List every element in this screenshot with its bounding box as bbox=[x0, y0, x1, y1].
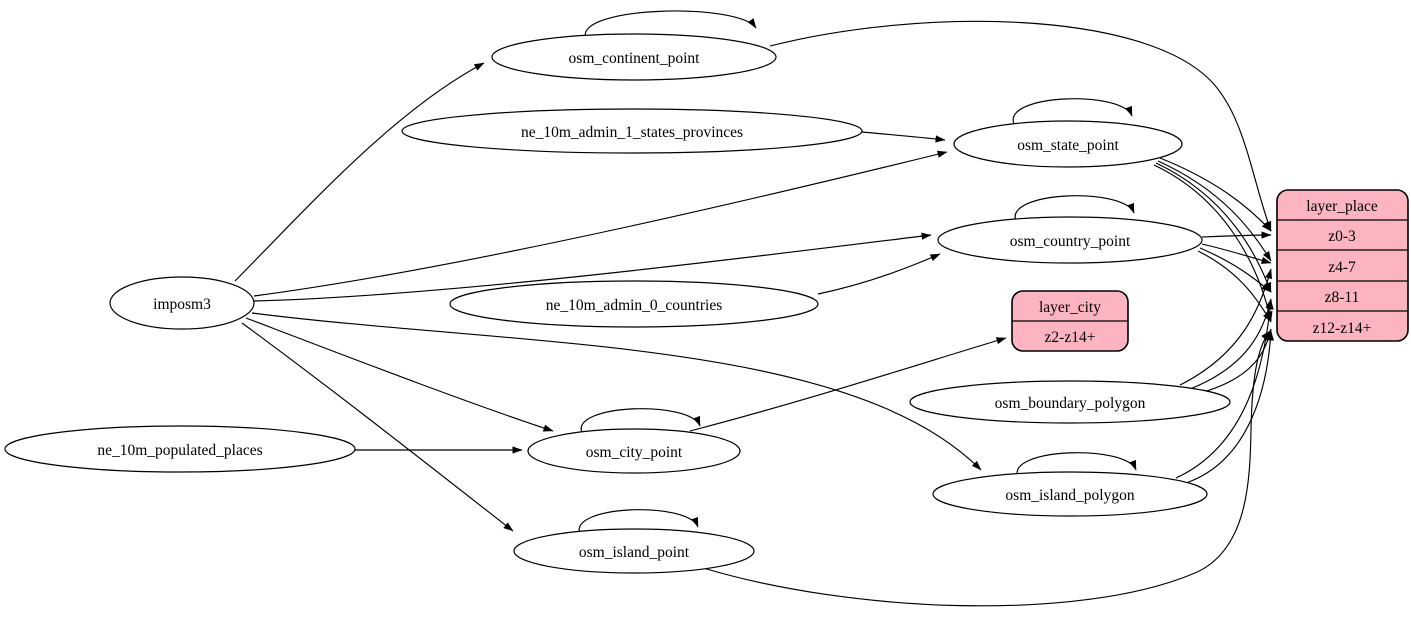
layer-place-row-z4-7: z4-7 bbox=[1328, 259, 1356, 276]
edge-imposm3-osm-island-polygon bbox=[251, 312, 982, 471]
layer-place-title: layer_place bbox=[1306, 198, 1378, 215]
edge-osm-state-point-layer-place-z0-3 bbox=[1159, 157, 1272, 232]
node-layer-place-shape bbox=[1276, 189, 1409, 342]
node-osm-country-point-shape bbox=[937, 216, 1203, 264]
edge-osm-continent-point-layer-place-z0-3 bbox=[769, 20, 1272, 232]
node-osm-state-point-shape bbox=[953, 120, 1183, 168]
layer-place-row-z0-3: z0-3 bbox=[1328, 228, 1356, 245]
node-osm-island-polygon: osm_island_polygon bbox=[932, 471, 1208, 517]
self-loop-osm-country-point bbox=[1014, 195, 1135, 222]
node-osm-boundary-polygon-label: osm_boundary_polygon bbox=[995, 395, 1146, 412]
layer-place-row-z12-z14: z12-z14+ bbox=[1313, 320, 1372, 337]
edge-osm-boundary-polygon-layer-place-z8-11 bbox=[1189, 298, 1273, 390]
node-osm-city-point: osm_city_point bbox=[527, 428, 741, 474]
self-loop-osm-state-point bbox=[1012, 98, 1133, 125]
node-osm-island-point-label: osm_island_point bbox=[579, 544, 690, 561]
edge-osm-state-point-layer-place-z4-7 bbox=[1157, 160, 1272, 262]
edge-osm-country-point-layer-place-z12-z14 bbox=[1197, 250, 1272, 323]
edge-osm-country-point-layer-place-z4-7 bbox=[1201, 243, 1272, 264]
edge-osm-city-point-layer-city-z2-z14 bbox=[689, 337, 1007, 432]
node-osm-island-point: osm_island_point bbox=[513, 528, 755, 574]
edge-osm-boundary-polygon-layer-place-z4-7 bbox=[1179, 268, 1273, 386]
node-ne-10m-admin-0-countries: ne_10m_admin_0_countries bbox=[449, 280, 819, 328]
node-osm-continent-point: osm_continent_point bbox=[491, 33, 777, 81]
node-osm-state-point-label: osm_state_point bbox=[1017, 137, 1119, 154]
edge-osm-boundary-polygon-layer-place-z12-z14 bbox=[1199, 328, 1273, 394]
node-ne-10m-admin-1-states-provinces: ne_10m_admin_1_states_provinces bbox=[401, 108, 863, 154]
node-layer-city: layer_city z2-z14+ bbox=[1011, 290, 1129, 352]
node-osm-country-point: osm_country_point bbox=[937, 216, 1203, 264]
node-imposm3-shape bbox=[109, 276, 255, 330]
node-osm-city-point-label: osm_city_point bbox=[586, 444, 683, 461]
node-osm-island-polygon-label: osm_island_polygon bbox=[1005, 487, 1134, 504]
node-ne-10m-admin-1-states-provinces-shape bbox=[401, 108, 863, 154]
node-imposm3-label: imposm3 bbox=[153, 296, 211, 313]
edge-layer bbox=[234, 10, 1275, 607]
node-osm-island-point-shape bbox=[513, 528, 755, 574]
node-layer-place: layer_place z0-3 z4-7 z8-11 z12-z14+ bbox=[1276, 189, 1409, 342]
self-loop-osm-island-polygon bbox=[1016, 452, 1137, 478]
node-ne-10m-admin-0-countries-shape bbox=[449, 280, 819, 328]
edge-osm-country-point-layer-place-z0-3 bbox=[1201, 231, 1272, 239]
edge-imposm3-osm-state-point bbox=[253, 150, 948, 297]
layer-city-title: layer_city bbox=[1039, 299, 1101, 316]
node-ne-10m-populated-places-label: ne_10m_populated_places bbox=[97, 442, 262, 459]
edge-imposm3-osm-island-point bbox=[241, 322, 514, 532]
edge-imposm3-osm-country-point bbox=[253, 232, 932, 302]
node-osm-country-point-label: osm_country_point bbox=[1010, 233, 1131, 250]
node-imposm3: imposm3 bbox=[109, 276, 255, 330]
node-osm-boundary-polygon-shape bbox=[909, 380, 1231, 424]
node-osm-island-polygon-shape bbox=[932, 471, 1208, 517]
node-ne-10m-admin-0-countries-label: ne_10m_admin_0_countries bbox=[546, 297, 723, 314]
edge-osm-island-point-layer-place-z12-z14 bbox=[699, 330, 1271, 607]
node-ne-10m-populated-places: ne_10m_populated_places bbox=[4, 425, 356, 473]
edge-osm-island-polygon-layer-place-z8-11 bbox=[1175, 299, 1274, 479]
node-ne-10m-populated-places-shape bbox=[4, 425, 356, 473]
node-osm-continent-point-shape bbox=[491, 33, 777, 81]
node-ne-10m-admin-1-states-provinces-label: ne_10m_admin_1_states_provinces bbox=[521, 124, 743, 141]
node-osm-boundary-polygon: osm_boundary_polygon bbox=[909, 380, 1231, 424]
self-loop-osm-continent-point bbox=[584, 10, 757, 40]
edge-ne-10m-admin-1-states-provinces-osm-state-point bbox=[861, 131, 946, 143]
edge-ne-10m-admin-0-countries-osm-country-point bbox=[817, 253, 941, 295]
self-loop-osm-island-point bbox=[578, 509, 699, 535]
edge-osm-island-polygon-layer-place-z12-z14 bbox=[1185, 330, 1275, 484]
node-osm-city-point-shape bbox=[527, 428, 741, 474]
self-loop-osm-city-point bbox=[580, 408, 701, 434]
layer-place-row-z8-11: z8-11 bbox=[1325, 289, 1360, 306]
edge-imposm3-osm-continent-point bbox=[234, 62, 485, 282]
node-osm-continent-point-label: osm_continent_point bbox=[569, 50, 701, 67]
layer-city-row-z2-z14: z2-z14+ bbox=[1045, 329, 1096, 346]
edge-imposm3-osm-city-point bbox=[245, 317, 554, 432]
node-osm-state-point: osm_state_point bbox=[953, 120, 1183, 168]
